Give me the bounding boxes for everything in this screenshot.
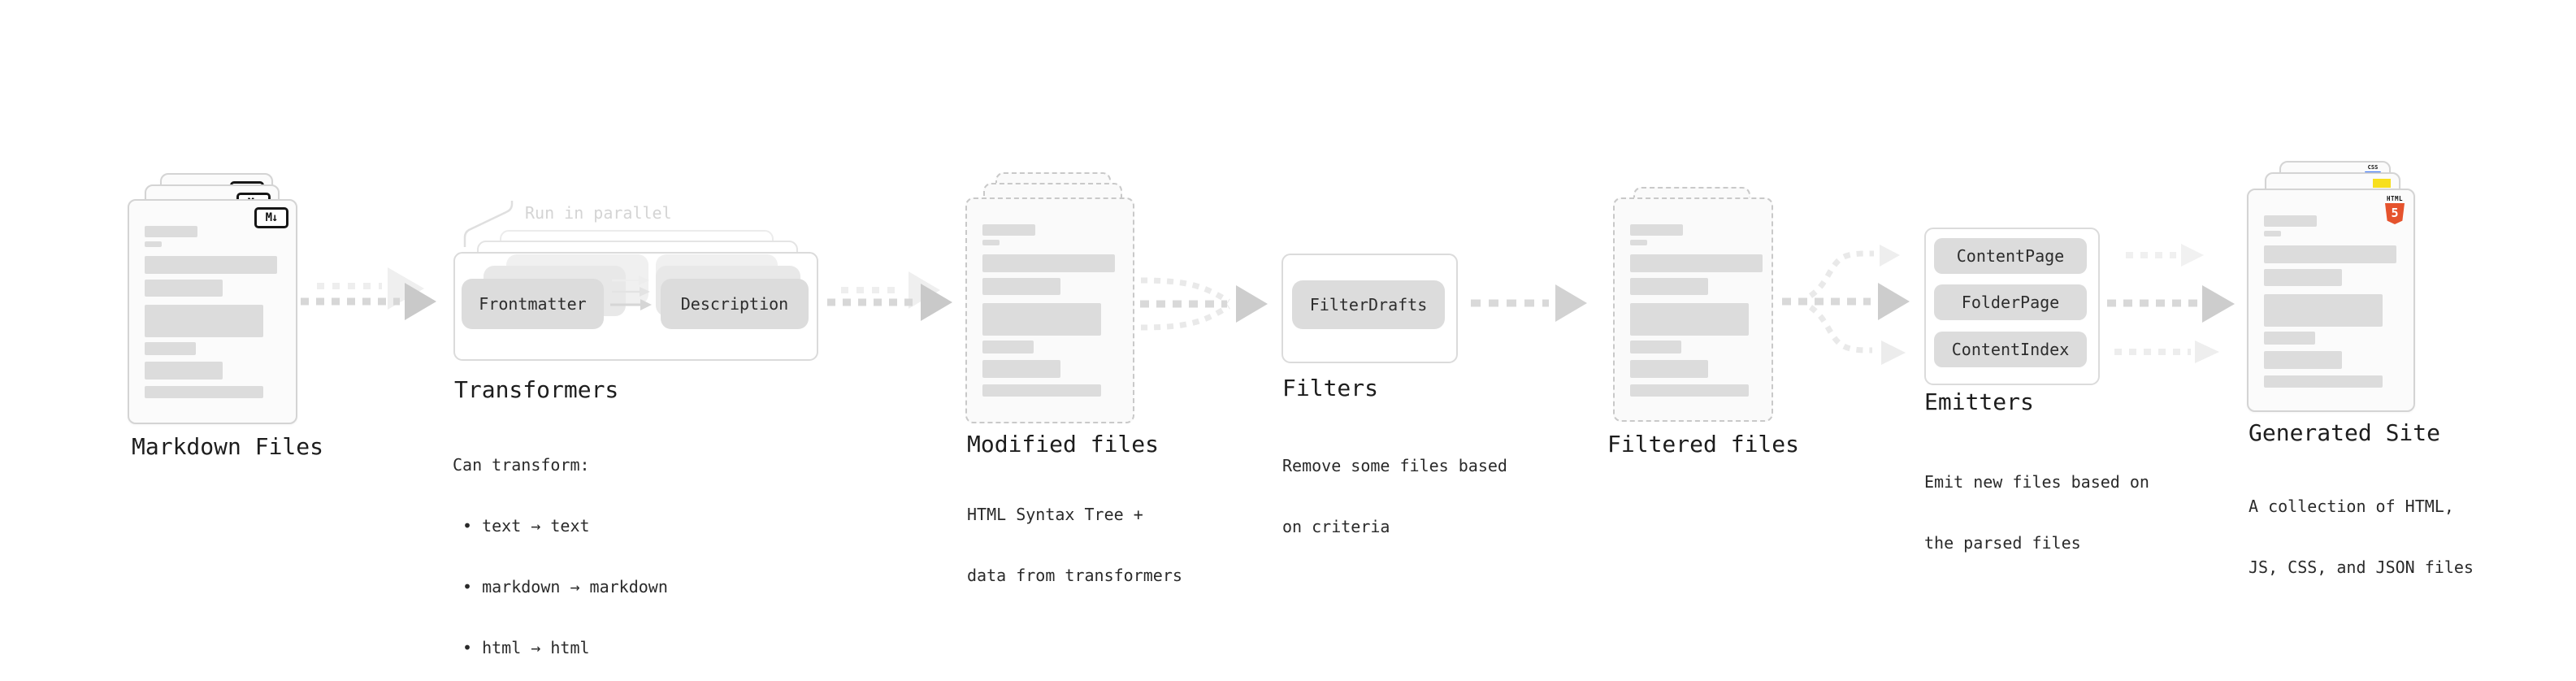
js-icon: [2373, 179, 2391, 188]
generated-file-card-html: HTML 5: [2247, 189, 2415, 412]
skeleton-bar: [1630, 240, 1647, 245]
split-arrow-icon-filtered-to-emitters: [1782, 245, 1910, 365]
skeleton-bar: [982, 360, 1060, 378]
transformers-bullet: • markdown → markdown: [462, 577, 668, 596]
skeleton-bar: [1630, 224, 1683, 236]
contentpage-pill: ContentPage: [1934, 238, 2087, 274]
css-icon-label: CSS: [2367, 164, 2379, 171]
generated-desc-line: JS, CSS, and JSON files: [2249, 557, 2474, 577]
skeleton-bar: [1630, 278, 1708, 295]
skeleton-bar: [982, 278, 1060, 295]
skeleton-bar: [145, 386, 263, 398]
modified-desc-line: data from transformers: [967, 566, 1182, 585]
stage-title-generated-site: Generated Site: [2249, 419, 2441, 446]
skeleton-bar: [145, 342, 196, 355]
emitters-desc-line: Emit new files based on: [1924, 472, 2149, 492]
skeleton-bar: [2264, 215, 2317, 227]
skeleton-bar: [2264, 332, 2315, 345]
transformers-bullet: • text → text: [462, 516, 590, 536]
skeleton-bar: [2264, 231, 2281, 236]
modified-file-card-front: [965, 197, 1134, 423]
skeleton-bar: [982, 224, 1035, 236]
contentindex-pill: ContentIndex: [1934, 332, 2087, 367]
skeleton-bar: [982, 303, 1101, 336]
markdown-file-card-front: M↓: [128, 199, 297, 424]
stage-title-filters: Filters: [1282, 375, 1379, 401]
filters-description: Remove some files based on criteria: [1282, 415, 1507, 578]
stage-title-markdown-files: Markdown Files: [132, 433, 324, 460]
transformers-bullet: • html → html: [462, 638, 590, 657]
skeleton-bar: [1630, 340, 1681, 354]
skeleton-bar: [145, 305, 263, 337]
skeleton-bar: [982, 240, 1000, 245]
skeleton-bar: [1630, 384, 1749, 397]
stage-title-emitters: Emitters: [1924, 388, 2034, 415]
skeleton-bar: [2264, 269, 2342, 286]
skeleton-bar: [145, 226, 197, 237]
dashed-arrow-icon-transformers-to-modified: [827, 271, 952, 321]
skeleton-bar: [145, 256, 277, 274]
filterdrafts-pill: FilterDrafts: [1292, 280, 1445, 329]
skeleton-bar: [2264, 375, 2383, 388]
dashed-arrow-icon-emitters-to-generated: [2107, 244, 2235, 363]
frontmatter-pill: Frontmatter: [462, 279, 604, 329]
skeleton-bar: [1630, 303, 1749, 336]
skeleton-bar: [145, 241, 162, 247]
emitters-desc-line: the parsed files: [1924, 533, 2081, 553]
skeleton-bar: [2264, 294, 2383, 327]
modified-desc-line: HTML Syntax Tree +: [967, 505, 1143, 524]
folderpage-pill: FolderPage: [1934, 284, 2087, 320]
stage-title-modified-files: Modified files: [967, 431, 1160, 458]
skeleton-bar: [2264, 245, 2396, 263]
html5-icon: HTML 5: [2384, 195, 2405, 224]
modified-files-description: HTML Syntax Tree + data from transformer…: [967, 464, 1182, 627]
description-pill: Description: [661, 279, 809, 329]
dashed-arrow-icon-filters-to-filtered: [1471, 284, 1587, 322]
filters-desc-line: Remove some files based: [1282, 456, 1507, 475]
stage-title-filtered-files: Filtered files: [1607, 431, 1800, 458]
skeleton-bar: [145, 362, 223, 380]
transformers-desc-heading: Can transform:: [453, 455, 590, 475]
markdown-icon: M↓: [254, 207, 288, 228]
transformers-description: Can transform: • text → text • markdown …: [453, 414, 668, 681]
skeleton-bar: [982, 384, 1101, 397]
skeleton-bar: [1630, 360, 1708, 378]
skeleton-bar: [2264, 351, 2342, 369]
filters-desc-line: on criteria: [1282, 517, 1390, 536]
skeleton-bar: [145, 280, 223, 297]
html5-icon-label: HTML: [2386, 195, 2404, 202]
filtered-file-card-front: [1613, 197, 1773, 422]
generated-desc-line: A collection of HTML,: [2249, 497, 2454, 516]
skeleton-bar: [982, 340, 1034, 354]
skeleton-bar: [1630, 254, 1763, 272]
merge-arrow-icon-modified-to-filters: [1140, 277, 1268, 331]
html5-icon-shield: 5: [2385, 203, 2405, 224]
dashed-arrow-icon-markdown-to-transformers: [301, 267, 436, 320]
emitters-description: Emit new files based on the parsed files: [1924, 432, 2149, 594]
skeleton-bar: [982, 254, 1115, 272]
stage-title-transformers: Transformers: [454, 376, 619, 403]
run-in-parallel-annotation: Run in parallel: [525, 203, 672, 223]
generated-site-description: A collection of HTML, JS, CSS, and JSON …: [2249, 456, 2474, 618]
